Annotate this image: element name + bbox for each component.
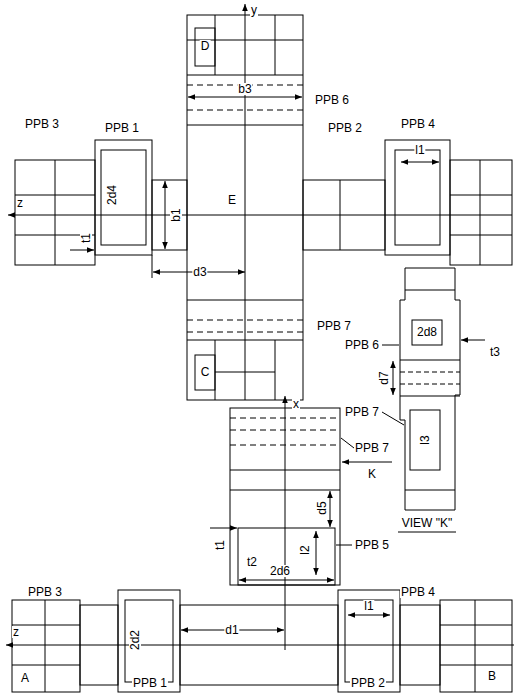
- drawing-label: z: [12, 626, 20, 638]
- drawing-label: l2: [299, 544, 311, 555]
- drawing-label: PPB 7: [316, 320, 352, 332]
- drawing-label: PPB 2: [350, 677, 386, 689]
- drawing-label: t2: [246, 556, 258, 568]
- drawing-label: x: [292, 398, 300, 410]
- drawing-label: b1: [170, 207, 182, 222]
- drawing-label: PPB 4: [400, 586, 436, 598]
- drawing-label: l3: [419, 434, 431, 445]
- drawing-label: PPB 4: [400, 118, 436, 130]
- drawing-label: y: [250, 4, 258, 16]
- drawing-label: VIEW "K": [401, 517, 454, 529]
- drawing-label: t1: [214, 539, 226, 551]
- drawing-label: PPB 7: [354, 442, 390, 454]
- drawing-label: b3: [237, 83, 252, 95]
- drawing-label: K: [367, 468, 377, 480]
- drawing-label: d5: [316, 500, 328, 515]
- drawing-label: PPB 1: [104, 122, 140, 134]
- drawing-label: PPB 5: [354, 539, 390, 551]
- drawing-label: d3: [192, 266, 207, 278]
- drawing-label: PPB 6: [344, 339, 380, 351]
- drawing-label: z: [16, 197, 24, 209]
- drawing-label: l1: [363, 600, 374, 612]
- drawing-label: 2d6: [269, 565, 291, 577]
- drawing-label: PPB 6: [314, 94, 350, 106]
- drawing-label: PPB 1: [132, 677, 168, 689]
- drawing-label: t3: [489, 346, 501, 358]
- drawing-label: PPB 3: [24, 118, 60, 130]
- drawing-label: B: [487, 670, 497, 682]
- drawing-label: t1: [80, 232, 92, 244]
- drawing-label: PPB 3: [27, 586, 63, 598]
- drawing-label: D: [200, 40, 211, 52]
- drawing-label: d7: [378, 370, 390, 385]
- drawing-label: C: [200, 366, 211, 378]
- drawing-label: E: [227, 194, 237, 206]
- drawing-label: d1: [224, 624, 239, 636]
- drawing-label: l1: [414, 144, 425, 156]
- drawing-label: A: [20, 672, 30, 684]
- drawing-label: PPB 2: [327, 122, 363, 134]
- drawing-label: PPB 7: [344, 406, 380, 418]
- drawing-label: 2d4: [106, 184, 118, 206]
- drawing-label: 2d2: [129, 629, 141, 651]
- drawing-label: 2d8: [416, 326, 438, 338]
